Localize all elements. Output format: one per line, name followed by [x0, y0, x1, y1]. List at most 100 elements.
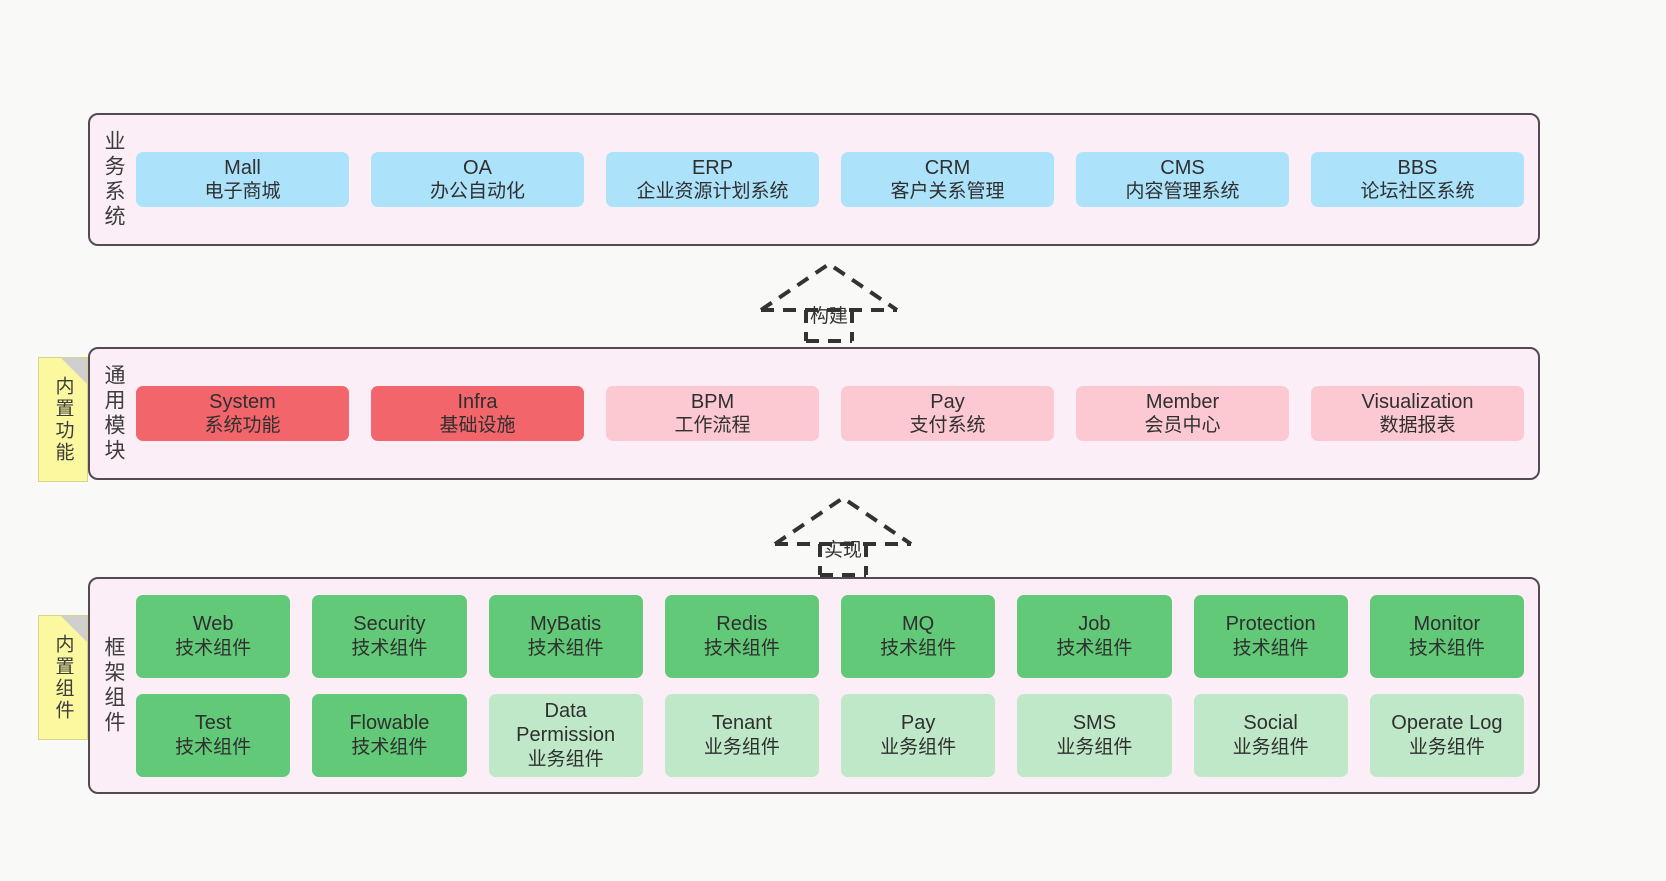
card-job[interactable]: Job 技术组件: [1017, 594, 1172, 678]
connector-label: 构建: [809, 306, 848, 327]
card-tenant[interactable]: Tenant 业务组件: [664, 693, 819, 777]
card-data-permission[interactable]: Data Permission 业务组件: [488, 693, 643, 777]
card-title: Job: [1078, 613, 1111, 636]
card-row: Web 技术组件 Security 技术组件 MyBatis 技术组件 Redi…: [136, 594, 1524, 678]
card-subtitle: 技术组件: [1408, 637, 1485, 659]
layer-body-framework-components: Web 技术组件 Security 技术组件 MyBatis 技术组件 Redi…: [136, 579, 1538, 792]
card-subtitle: 企业资源计划系统: [636, 181, 789, 203]
card-title: System: [209, 390, 276, 413]
card-title: Mall: [224, 156, 261, 179]
card-title: Tenant: [711, 712, 772, 735]
card-title: Monitor: [1413, 613, 1481, 636]
card-bbs[interactable]: BBS 论坛社区系统: [1311, 151, 1524, 208]
card-subtitle: 会员中心: [1144, 415, 1221, 437]
card-subtitle: 技术组件: [175, 736, 252, 758]
note-label: 内置组件: [52, 633, 74, 722]
card-title: Web: [192, 613, 234, 636]
card-web[interactable]: Web 技术组件: [136, 594, 291, 678]
card-row: Mall 电子商城 OA 办公自动化 ERP 企业资源计划系统 CRM 客户关系…: [136, 151, 1524, 208]
card-sms[interactable]: SMS 业务组件: [1017, 693, 1172, 777]
card-title: BBS: [1397, 156, 1438, 179]
card-title: Data Permission: [516, 700, 616, 747]
card-cms[interactable]: CMS 内容管理系统: [1076, 151, 1289, 208]
card-flowable[interactable]: Flowable 技术组件: [312, 693, 467, 777]
card-subtitle: 内容管理系统: [1125, 181, 1240, 203]
sticky-note-builtin-features: 内置功能: [38, 357, 88, 482]
layer-title-common-modules: 通用模块: [102, 363, 125, 464]
card-title: SMS: [1072, 712, 1117, 735]
card-redis[interactable]: Redis 技术组件: [664, 594, 819, 678]
card-title: Redis: [716, 613, 768, 636]
card-subtitle: 业务组件: [1408, 736, 1485, 758]
card-subtitle: 工作流程: [674, 415, 751, 437]
card-social[interactable]: Social 业务组件: [1193, 693, 1348, 777]
card-subtitle: 业务组件: [1232, 736, 1309, 758]
connector-implement: 实现: [770, 492, 916, 577]
layer-business-systems: 业务系统 Mall 电子商城 OA 办公自动化 ERP 企业资源计划系统 CRM: [88, 113, 1540, 246]
connector-label: 实现: [823, 540, 862, 561]
card-title: Social: [1243, 712, 1298, 735]
card-member[interactable]: Member 会员中心: [1076, 385, 1289, 442]
layer-body-common-modules: System 系统功能 Infra 基础设施 BPM 工作流程 Pay 支付系统…: [136, 349, 1538, 478]
card-title: Member: [1145, 390, 1220, 413]
card-protection[interactable]: Protection 技术组件: [1193, 594, 1348, 678]
card-title: Security: [353, 613, 426, 636]
card-subtitle: 业务组件: [527, 748, 604, 770]
card-subtitle: 办公自动化: [429, 181, 525, 203]
card-subtitle: 技术组件: [175, 637, 252, 659]
card-subtitle: 业务组件: [1056, 736, 1133, 758]
card-title: Pay: [930, 390, 965, 413]
card-title: Test: [194, 712, 232, 735]
card-title: Visualization: [1361, 390, 1474, 413]
generalization-arrowhead-icon: [773, 495, 913, 546]
card-erp[interactable]: ERP 企业资源计划系统: [606, 151, 819, 208]
card-subtitle: 技术组件: [351, 736, 428, 758]
card-pay-business[interactable]: Pay 业务组件: [841, 693, 996, 777]
card-subtitle: 数据报表: [1379, 415, 1456, 437]
card-title: Infra: [457, 390, 498, 413]
card-test[interactable]: Test 技术组件: [136, 693, 291, 777]
card-subtitle: 论坛社区系统: [1360, 181, 1475, 203]
note-label: 内置功能: [52, 375, 74, 464]
card-title: Protection: [1225, 613, 1316, 636]
card-row: Test 技术组件 Flowable 技术组件 Data Permission …: [136, 693, 1524, 777]
layer-common-modules: 通用模块 System 系统功能 Infra 基础设施 BPM 工作流程 Pay: [88, 347, 1540, 480]
card-title: CMS: [1160, 156, 1205, 179]
note-fold-corner-icon: [61, 616, 87, 642]
card-visualization[interactable]: Visualization 数据报表: [1311, 385, 1524, 442]
card-security[interactable]: Security 技术组件: [312, 594, 467, 678]
card-title: Flowable: [349, 712, 430, 735]
card-mybatis[interactable]: MyBatis 技术组件: [488, 594, 643, 678]
card-infra[interactable]: Infra 基础设施: [371, 385, 584, 442]
card-crm[interactable]: CRM 客户关系管理: [841, 151, 1054, 208]
card-title: MQ: [902, 613, 935, 636]
sticky-note-builtin-components: 内置组件: [38, 615, 88, 740]
card-oa[interactable]: OA 办公自动化: [371, 151, 584, 208]
card-subtitle: 支付系统: [909, 415, 986, 437]
card-operate-log[interactable]: Operate Log 业务组件: [1369, 693, 1524, 777]
note-fold-corner-icon: [61, 358, 87, 384]
card-monitor[interactable]: Monitor 技术组件: [1369, 594, 1524, 678]
generalization-arrowhead-icon: [759, 261, 899, 312]
connector-build: 构建: [756, 258, 902, 343]
card-title: BPM: [690, 390, 735, 413]
card-bpm[interactable]: BPM 工作流程: [606, 385, 819, 442]
card-pay[interactable]: Pay 支付系统: [841, 385, 1054, 442]
card-mall[interactable]: Mall 电子商城: [136, 151, 349, 208]
card-mq[interactable]: MQ 技术组件: [841, 594, 996, 678]
card-subtitle: 技术组件: [527, 637, 604, 659]
card-system[interactable]: System 系统功能: [136, 385, 349, 442]
card-subtitle: 技术组件: [703, 637, 780, 659]
card-title: ERP: [691, 156, 734, 179]
card-subtitle: 基础设施: [439, 415, 516, 437]
card-title: OA: [463, 156, 492, 179]
card-subtitle: 业务组件: [880, 736, 957, 758]
card-subtitle: 技术组件: [351, 637, 428, 659]
card-subtitle: 电子商城: [204, 181, 281, 203]
card-subtitle: 系统功能: [204, 415, 281, 437]
layer-framework-components: 框架组件 Web 技术组件 Security 技术组件 MyBatis 技术组件…: [88, 577, 1540, 794]
card-row: System 系统功能 Infra 基础设施 BPM 工作流程 Pay 支付系统…: [136, 385, 1524, 442]
card-title: CRM: [924, 156, 971, 179]
card-subtitle: 业务组件: [703, 736, 780, 758]
